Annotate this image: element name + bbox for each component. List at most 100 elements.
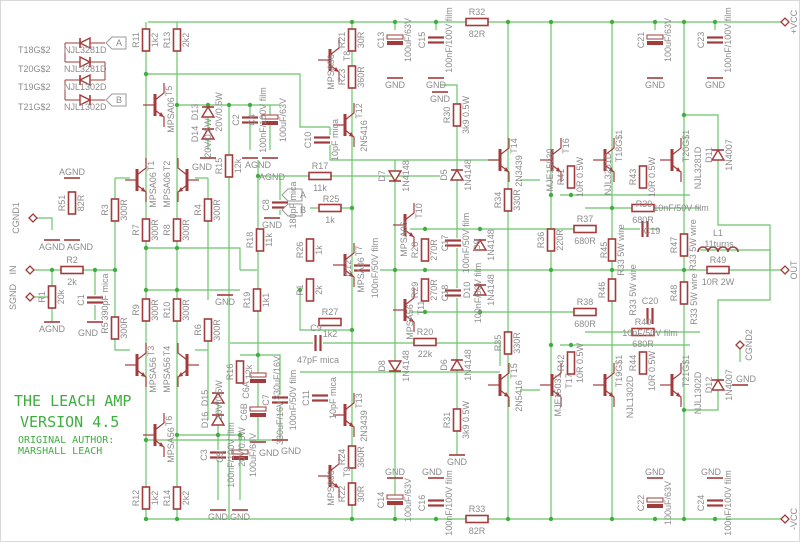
component-ref: R39 [636, 199, 653, 209]
component-ref: D11 [704, 147, 714, 163]
component-ref: R20 [417, 327, 434, 337]
component-r31 [452, 408, 462, 432]
junction-dot [174, 432, 180, 438]
component-value: 330uF/16V [272, 356, 282, 400]
wires [30, 19, 785, 522]
component-ref: R24 [337, 449, 347, 466]
port-cgnd2[interactable] [735, 340, 745, 350]
junction-dot [247, 102, 253, 108]
component-p1 [305, 278, 315, 302]
component-r5 [110, 316, 120, 340]
component-ref: D9 [472, 239, 482, 251]
port-cgnd1[interactable] [28, 213, 38, 223]
component-ref: R38 [577, 297, 594, 307]
component-value: 30R [356, 485, 366, 502]
resistor-body [452, 408, 462, 432]
junction-dot [609, 516, 615, 522]
component-value: R33 5W wire [616, 224, 626, 276]
wire [700, 249, 771, 270]
component-value: 100nF/50V film [473, 263, 483, 324]
ground-label: GND [426, 80, 447, 90]
port-vcc[interactable] [780, 514, 790, 524]
component-part: MPSA06 [162, 172, 172, 208]
component-d13 [200, 105, 216, 118]
component-value: 1N4148 [463, 159, 473, 191]
component-part: MPSA56 [405, 304, 415, 340]
port-label: CGND1 [11, 202, 21, 234]
junction-dot [548, 192, 554, 198]
component-ref: R8 [162, 224, 172, 236]
junction-dot [681, 407, 687, 413]
component-value: 1N4148 [401, 350, 411, 382]
component-ref: R47 [669, 237, 679, 254]
component-r51 [67, 191, 77, 215]
component-value: 1k2 [323, 329, 338, 339]
component-ref: D8 [377, 360, 387, 372]
junction-dot [205, 102, 211, 108]
ground-label: GND [208, 512, 229, 522]
component-t19g1 [593, 363, 615, 407]
legend-ref: T21G$2 [18, 102, 51, 112]
component-c17 [444, 238, 462, 248]
component-r4 [203, 198, 213, 222]
component-t8 [318, 38, 340, 82]
resistor-body [465, 17, 489, 27]
wire [114, 178, 130, 351]
component-part: MPSA56 [162, 357, 172, 393]
component-t3 [125, 343, 147, 387]
resistor-body [67, 191, 77, 215]
component-c22 [646, 497, 664, 508]
component-value: 680R [574, 236, 596, 246]
component-r39 [631, 203, 655, 213]
component-value: 1k [314, 245, 324, 255]
component-ref: C6B [239, 403, 249, 421]
connector-b [105, 93, 127, 107]
component-value: 1N4148 [463, 349, 473, 381]
resistor-body [305, 278, 315, 302]
component-r3 [110, 198, 120, 222]
component-value: 20V/0.5W [214, 380, 224, 420]
ground-label: GND [259, 448, 280, 458]
resistor-body [503, 188, 513, 212]
component-part: MPSA06 [399, 221, 409, 257]
component-part: 2N5416 [359, 120, 369, 152]
component-r32 [465, 17, 489, 27]
port-out[interactable] [780, 265, 790, 275]
port-in[interactable] [25, 265, 35, 275]
junction-dot [568, 192, 574, 198]
resistor-body [110, 198, 120, 222]
legend-ref: T20G$2 [18, 64, 51, 74]
wire [177, 434, 241, 500]
component-ref: C2 [231, 114, 241, 126]
ground-label: GND [230, 512, 251, 522]
component-c10 [313, 135, 331, 145]
component-r11 [141, 28, 151, 52]
resistor-body [546, 228, 556, 252]
component-ref: C9 [310, 323, 322, 333]
legend-part: NJL3281D [64, 64, 107, 74]
component-r44 [638, 351, 648, 375]
connector-label: A [116, 38, 122, 48]
component-value: 100nF/100V film [723, 470, 733, 536]
component-c21 [646, 34, 664, 45]
component-d6 [449, 358, 465, 371]
capacitor-plate [250, 413, 266, 417]
component-r43 [638, 165, 648, 189]
port-vcc[interactable] [780, 17, 790, 27]
component-ref: R41 [556, 169, 566, 186]
junction-dot [548, 267, 554, 273]
component-value: 1k [325, 215, 335, 225]
resistor-body [573, 307, 597, 317]
component-ref: C14 [376, 492, 386, 509]
component-value: 180pF mica [288, 181, 298, 228]
component-ref: T18G$1 [614, 130, 624, 163]
component-r47 [679, 233, 689, 257]
resistor-body [141, 298, 151, 322]
component-t17 [540, 363, 562, 407]
legend-part: NJL3281D [64, 45, 107, 55]
port-sgnd[interactable] [25, 292, 35, 302]
junction-dot [681, 516, 687, 522]
component-value: 82R [469, 29, 486, 39]
component-value: 10R 0.5W [575, 342, 585, 383]
